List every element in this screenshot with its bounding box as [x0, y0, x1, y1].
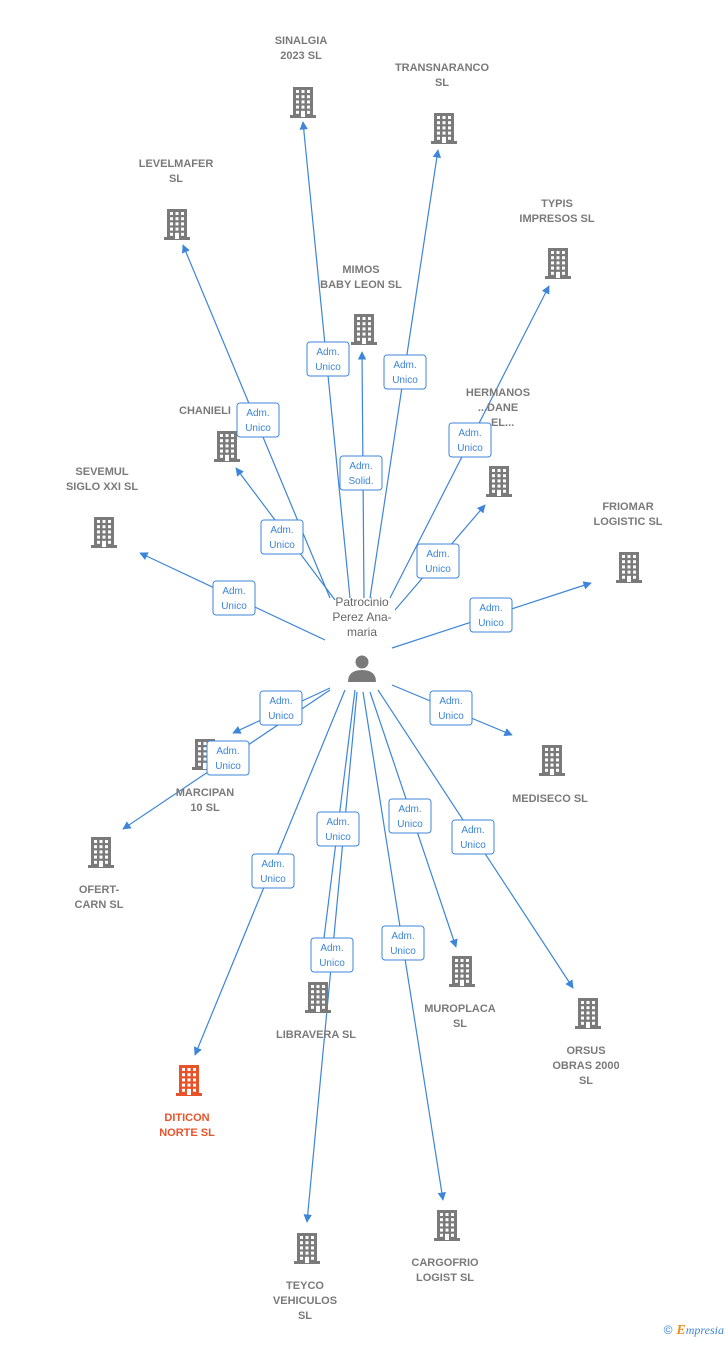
company-name-label: LIBRAVERA SL: [276, 1029, 356, 1041]
building-icon: [88, 837, 114, 868]
building-icon: [539, 745, 565, 776]
edge-badge-levelmafer[interactable]: Adm.Unico: [236, 402, 280, 438]
company-node-libravera[interactable]: LIBRAVERA SL: [276, 982, 356, 1041]
building-icon: [91, 517, 117, 548]
edge-role-label: Adm.Unico: [268, 696, 294, 722]
edge-badge-orsus[interactable]: Adm.Unico: [451, 819, 495, 855]
edge-badge-sinalgia[interactable]: Adm.Unico: [306, 341, 350, 377]
edge-badge-sevemul[interactable]: Adm.Unico: [212, 580, 256, 616]
edge-badge-libravera[interactable]: Adm.Unico: [316, 811, 360, 847]
edge-badge-muroplaca[interactable]: Adm.Unico: [388, 798, 432, 834]
edge-role-label: Adm.Unico: [478, 603, 504, 629]
company-name-label: CHANIELI: [179, 405, 231, 417]
building-icon: [176, 1065, 202, 1096]
edge-badge-ofert[interactable]: Adm.Unico: [206, 740, 250, 776]
person-icon: [348, 655, 376, 682]
company-node-chanieli[interactable]: CHANIELI: [179, 405, 240, 462]
edge-badge-cargofrio[interactable]: Adm.Unico: [381, 925, 425, 961]
edge-role-label: Adm.Unico: [215, 746, 241, 772]
company-node-mediseco[interactable]: MEDISECO SL: [512, 745, 588, 805]
brand-logo-e: E: [676, 1323, 686, 1338]
building-icon: [486, 466, 512, 497]
building-icon: [294, 1233, 320, 1264]
edge-badge-friomar[interactable]: Adm.Unico: [469, 597, 513, 633]
edge-role-label: Adm.Unico: [392, 360, 418, 386]
building-icon: [164, 209, 190, 240]
building-icon: [214, 431, 240, 462]
edge-badge-chanieli[interactable]: Adm.Unico: [260, 519, 304, 555]
edge-role-label: Adm.Solid.: [348, 461, 373, 487]
edge-role-label: Adm.Unico: [425, 549, 451, 575]
edge-role-label: Adm.Unico: [221, 586, 247, 612]
building-icon: [616, 552, 642, 583]
company-node-ofert[interactable]: OFERT-CARN SL: [75, 837, 124, 911]
building-icon: [351, 314, 377, 345]
edge-badge-hermanos[interactable]: Adm.Unico: [416, 543, 460, 579]
building-icon: [449, 956, 475, 987]
edge-role-label: Adm.Unico: [260, 859, 286, 885]
building-icon: [431, 113, 457, 144]
company-name-label: OFERT-CARN SL: [75, 884, 124, 911]
building-icon: [305, 982, 331, 1013]
edge-badge-marcipan[interactable]: Adm.Unico: [259, 690, 303, 726]
edge-role-label: Adm.Unico: [315, 347, 341, 373]
building-icon: [575, 998, 601, 1029]
brand-footer: ©Empresia: [664, 1323, 724, 1339]
edge-role-label: Adm.Unico: [319, 943, 345, 969]
edge-role-label: Adm.Unico: [325, 817, 351, 843]
edge-badge-typis[interactable]: Adm.Unico: [448, 422, 492, 458]
edge-role-label: Adm.Unico: [460, 825, 486, 851]
edge-role-label: Adm.Unico: [390, 931, 416, 957]
brand-logo-text: mpresia: [685, 1323, 724, 1337]
edge-role-label: Adm.Unico: [397, 804, 423, 830]
company-name-label: MEDISECO SL: [512, 793, 588, 805]
copyright-symbol: ©: [663, 1323, 673, 1337]
building-icon: [290, 87, 316, 118]
edge-badge-diticon[interactable]: Adm.Unico: [251, 853, 295, 889]
edge-badge-mediseco[interactable]: Adm.Unico: [429, 690, 473, 726]
edge-role-label: Adm.Unico: [457, 428, 483, 454]
edge-badge-mimos[interactable]: Adm.Solid.: [339, 455, 383, 491]
edge-role-label: Adm.Unico: [438, 696, 464, 722]
edge-role-label: Adm.Unico: [269, 525, 295, 551]
edge-role-label: Adm.Unico: [245, 408, 271, 434]
building-icon: [545, 248, 571, 279]
edge-badge-teyco[interactable]: Adm.Unico: [310, 937, 354, 973]
edge-badge-transnaranco[interactable]: Adm.Unico: [383, 354, 427, 390]
building-icon: [434, 1210, 460, 1241]
